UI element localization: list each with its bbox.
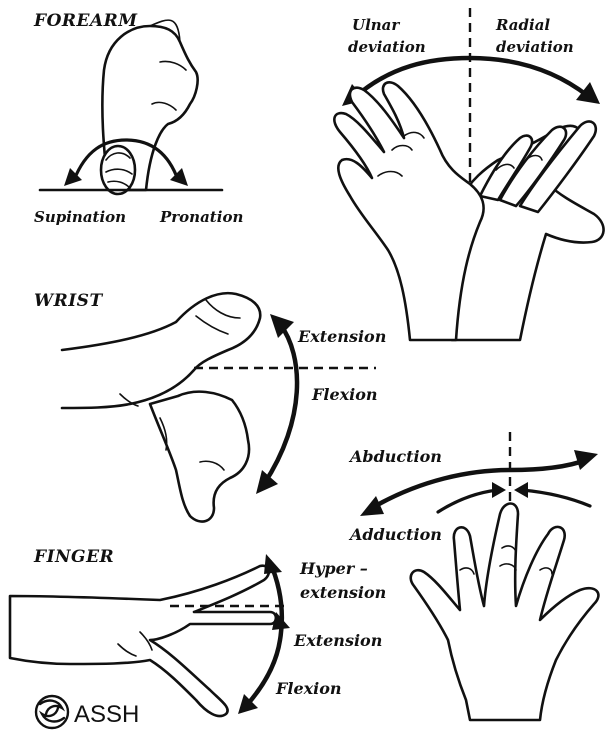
abduction-left-arrowhead bbox=[360, 496, 384, 516]
label-supination: Supination bbox=[34, 208, 126, 226]
label-adduction: Adduction bbox=[348, 525, 442, 544]
section-title-forearm: FOREARM bbox=[33, 11, 138, 31]
abduction-panel: Abduction Adduction bbox=[348, 432, 598, 720]
label-ulnar-line1: Ulnar bbox=[352, 16, 400, 34]
wrist-arrow bbox=[264, 324, 297, 484]
wrist-extension-arrowhead bbox=[270, 314, 294, 338]
label-radial-line1: Radial bbox=[495, 16, 550, 34]
wrist-panel: WRIST Extension Flexion bbox=[34, 291, 386, 522]
wrist-flexion-illustration bbox=[150, 392, 249, 522]
label-abduction: Abduction bbox=[348, 447, 442, 466]
finger-panel: FINGER Hyper – extension Extension Flexi… bbox=[10, 547, 386, 716]
label-wrist-extension: Extension bbox=[297, 327, 386, 346]
finger-illustration bbox=[10, 566, 276, 716]
abduction-right-arrowhead bbox=[574, 450, 598, 470]
assh-logo-mark bbox=[36, 696, 68, 728]
label-pronation: Pronation bbox=[159, 208, 243, 226]
forearm-panel: FOREARM Supination Pronation bbox=[33, 11, 243, 226]
adduction-right-arrowhead bbox=[514, 482, 528, 498]
wrist-flexion-arrowhead bbox=[256, 470, 278, 494]
label-wrist-flexion: Flexion bbox=[311, 385, 378, 404]
label-hyperextension-line2: extension bbox=[300, 583, 386, 602]
assh-logo: ASSH bbox=[36, 696, 139, 728]
abduction-arrow bbox=[372, 460, 586, 508]
adduction-left-arrow bbox=[438, 490, 498, 512]
section-title-finger: FINGER bbox=[33, 547, 114, 567]
label-ulnar-line2: deviation bbox=[348, 38, 426, 56]
label-finger-flexion: Flexion bbox=[275, 679, 342, 698]
forearm-illustration bbox=[101, 20, 198, 194]
hyperextension-arrowhead bbox=[264, 554, 282, 574]
label-finger-extension: Extension bbox=[293, 631, 382, 650]
section-title-wrist: WRIST bbox=[34, 291, 103, 311]
wrist-deviation-panel: Ulnar deviation Radial deviation bbox=[334, 8, 603, 340]
adduction-left-arrowhead bbox=[492, 482, 506, 498]
label-hyperextension-line1: Hyper – bbox=[299, 559, 368, 578]
assh-logo-text: ASSH bbox=[74, 701, 139, 728]
label-radial-line2: deviation bbox=[496, 38, 574, 56]
adduction-right-arrow bbox=[522, 490, 590, 506]
radial-arrowhead bbox=[576, 82, 600, 104]
